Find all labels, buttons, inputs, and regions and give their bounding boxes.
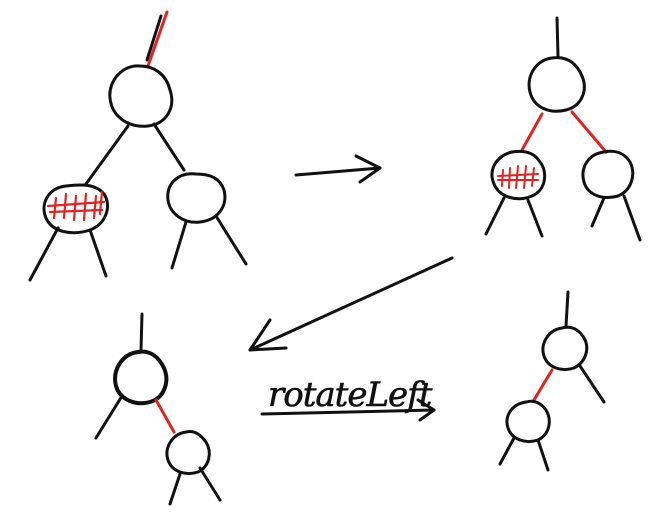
right-child-node [165,430,211,475]
root-parent-edge-highlight [146,10,169,68]
edge-root-left [84,124,130,186]
right-child-left-leaf [590,196,606,228]
arrow-down-left [248,256,454,352]
root-parent-edge [139,312,144,352]
edge-root-right-red [570,110,608,154]
left-child-node [490,149,547,201]
arrow-top-right [294,154,382,184]
root-node [541,325,589,371]
top-left-tree [28,10,248,282]
rotate-left-label: rotateLeft [260,375,436,422]
left-child-left-leaf [484,196,506,236]
hatch-marks [46,190,106,222]
root-parent-edge [564,290,570,328]
rotate-left-caption: rotateLeft [268,375,433,415]
right-child-node [166,172,227,224]
root-right-leaf [578,364,606,404]
edge-root-left-red [520,112,544,152]
root-parent-edge [555,16,560,58]
caption-underline-arrow [260,408,436,416]
edge-root-left-red [532,368,554,402]
left-child-left-leaf [28,226,60,282]
right-child-right-leaf [622,194,642,242]
right-child-left-leaf [170,220,188,270]
left-child-node [505,399,551,443]
bottom-right-tree [498,290,606,472]
edge-root-right [152,122,186,172]
left-child-left-leaf [498,436,516,466]
right-child-right-leaf [198,466,222,502]
bottom-left-tree [94,312,222,506]
root-node [113,349,169,406]
right-child-left-leaf [168,472,182,506]
root-parent-edge [145,14,163,62]
edge-root-right-red [154,398,176,434]
root-node [527,56,586,113]
root-node [108,64,174,128]
hatch-marks [497,165,539,189]
left-child-right-leaf [88,228,108,278]
left-child-right-leaf [526,198,544,238]
root-left-leaf [94,394,124,440]
left-child-right-leaf [536,438,550,472]
right-child-node [581,149,635,199]
top-right-tree [484,16,642,242]
right-child-right-leaf [214,214,248,266]
